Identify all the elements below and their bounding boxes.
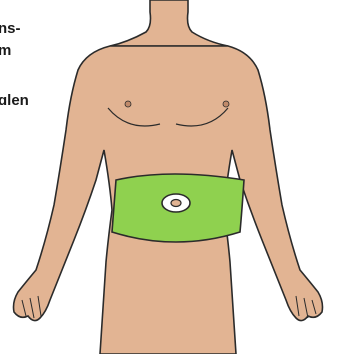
caption-line-3: ɑlen [0,92,29,110]
caption-line-2: m [0,42,11,60]
nipple-left [125,101,131,107]
navel [171,200,181,207]
head-neck [110,0,228,46]
caption-line-1: ns- [0,20,21,38]
nipple-right [223,101,229,107]
